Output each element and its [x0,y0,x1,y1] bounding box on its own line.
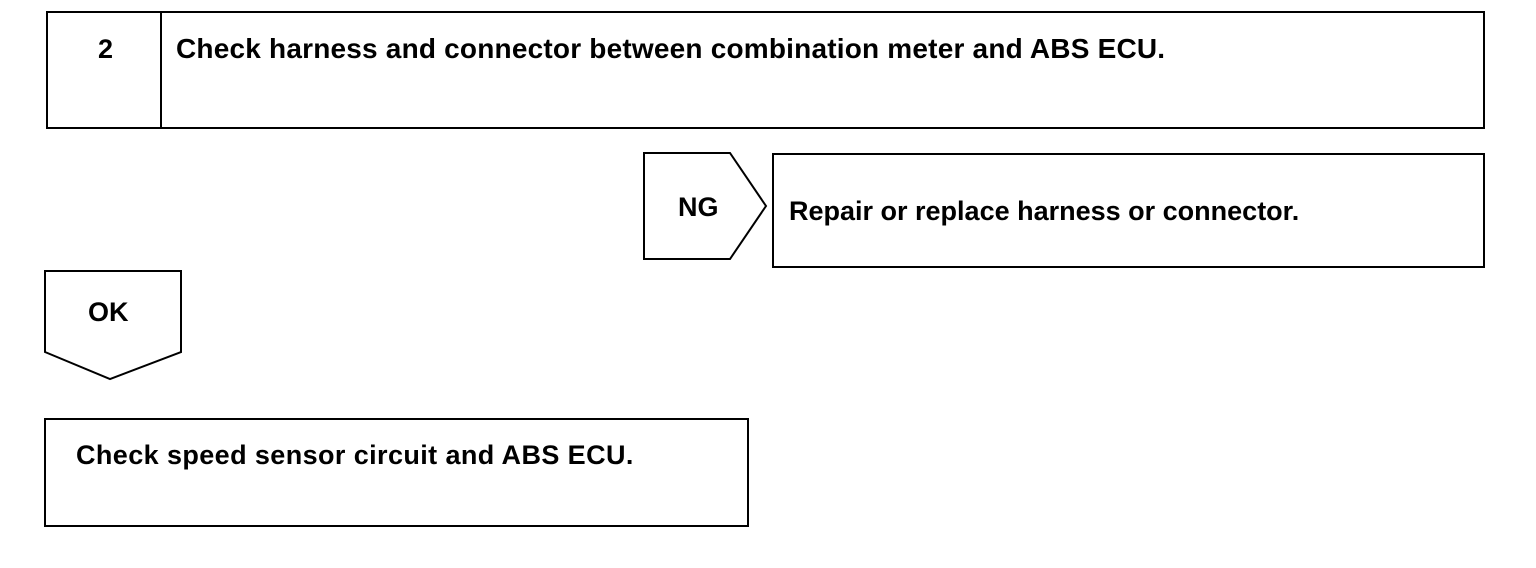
ng-action-box: Repair or replace harness or connector. [772,153,1485,268]
step-number-cell: 2 [48,13,162,127]
ok-action-box: Check speed sensor circuit and ABS ECU. [44,418,749,527]
ok-badge-label: OK [88,297,129,327]
step-title: Check harness and connector between comb… [176,33,1166,64]
ng-badge-arrow-shape [643,152,768,260]
ok-badge-arrow-shape [44,270,182,381]
step-number: 2 [98,34,114,64]
ok-action-text: Check speed sensor circuit and ABS ECU. [76,440,634,470]
ng-branch-badge: NG [643,152,768,260]
ok-branch-badge: OK [44,270,182,381]
step-header-box: 2 Check harness and connector between co… [46,11,1485,129]
ng-action-text: Repair or replace harness or connector. [789,196,1300,226]
ng-badge-label: NG [678,192,719,222]
